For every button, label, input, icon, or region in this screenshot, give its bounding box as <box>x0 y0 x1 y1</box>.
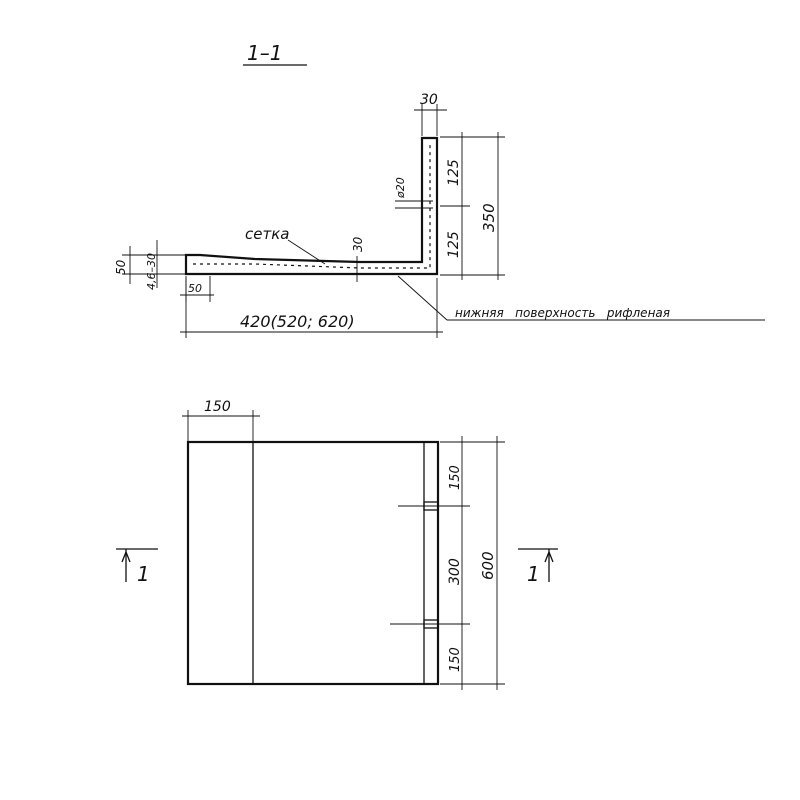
slab-thickness-label: 30 <box>351 236 365 252</box>
plan-view: 150 150 300 150 600 1 1 <box>116 399 558 690</box>
dim-top-width-label: 30 <box>420 92 438 108</box>
plan-dim-bottom-label: 150 <box>448 647 463 672</box>
section-title: 1–1 <box>247 41 282 65</box>
dim-length-label: 420(520; 620) <box>240 312 355 331</box>
dim-total-height-label: 350 <box>480 203 498 232</box>
reinforcement-mesh <box>193 142 431 269</box>
mesh-label: сетка <box>245 225 289 243</box>
section-mark-left: 1 <box>116 548 158 586</box>
section-view: 1–1 30 125 125 350 ø20 сетка 30 <box>114 41 765 338</box>
section-profile-outline <box>184 136 439 276</box>
section-mark-right-label: 1 <box>527 562 540 586</box>
note-leader <box>397 275 448 321</box>
dim-left-offset-label: 50 <box>188 282 202 295</box>
plan-strip-width-label: 150 <box>204 399 231 415</box>
plan-outline <box>186 440 440 686</box>
dim-left-height-label: 50 <box>114 259 128 275</box>
section-mark-left-label: 1 <box>137 562 150 586</box>
dim-upper-label: 125 <box>446 159 462 186</box>
plan-dim-middle-label: 300 <box>447 558 463 585</box>
dim-left-small-label: 4,6–30 <box>145 253 158 290</box>
mesh-leader <box>287 239 326 265</box>
plan-dim-top-label: 150 <box>448 465 463 490</box>
dim-lower-label: 125 <box>446 231 462 258</box>
bottom-surface-note: нижняя поверхность рифленая <box>455 306 670 320</box>
bar-diameter-label: ø20 <box>394 177 407 199</box>
section-mark-right: 1 <box>518 548 558 586</box>
plan-dim-total-label: 600 <box>479 551 497 580</box>
